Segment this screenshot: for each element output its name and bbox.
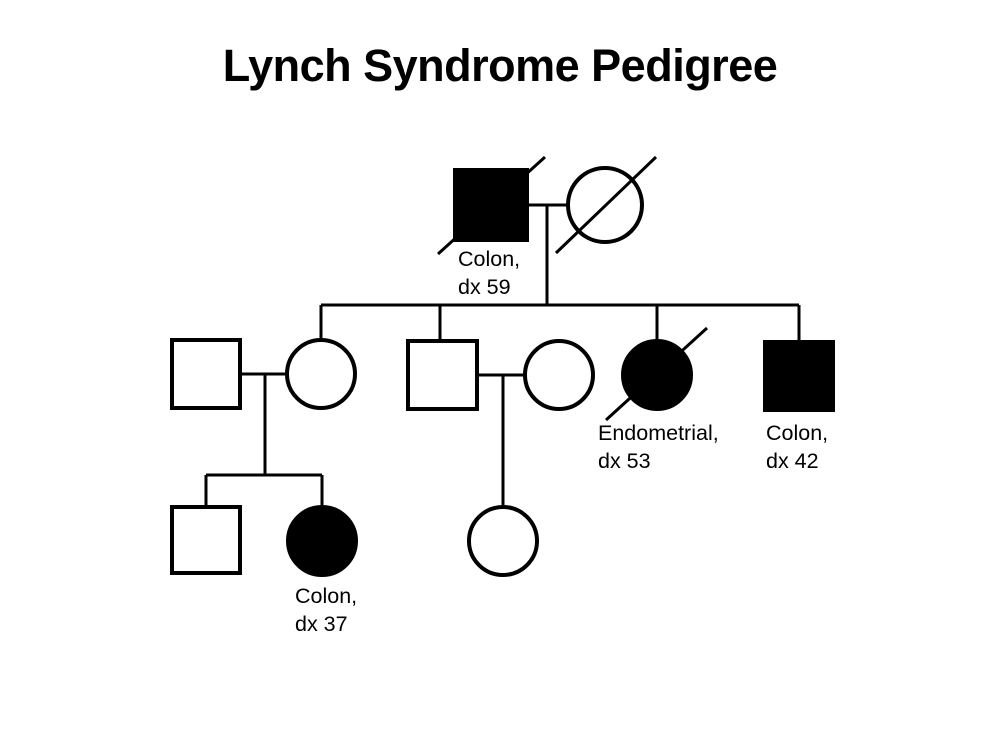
individual-II-1[interactable] xyxy=(170,338,242,410)
symbol-circle-filled-III-2[interactable] xyxy=(286,505,358,577)
label-III-2-line2: dx 37 xyxy=(295,612,348,636)
individual-II-6[interactable]: Colon, dx 42 xyxy=(763,340,835,473)
individual-II-2[interactable] xyxy=(285,338,357,410)
symbol-square-open-II-1[interactable] xyxy=(170,338,242,410)
symbol-circle-open-III-3[interactable] xyxy=(467,505,539,577)
label-I-1-line2: dx 59 xyxy=(458,275,511,299)
deceased-slash-II-5 xyxy=(604,326,709,422)
individual-II-3[interactable] xyxy=(406,339,479,411)
symbol-circle-open-II-4[interactable] xyxy=(523,339,595,411)
symbol-square-filled-II-6[interactable] xyxy=(763,340,835,412)
deceased-slash-I-1 xyxy=(436,155,547,256)
label-II-6-line2: dx 42 xyxy=(766,449,819,473)
label-II-5-line1: Endometrial, xyxy=(598,421,719,445)
individual-II-5[interactable]: Endometrial, dx 53 xyxy=(598,326,719,473)
label-II-6-line1: Colon, xyxy=(766,421,828,445)
symbol-square-open-III-1[interactable] xyxy=(170,505,242,575)
deceased-slash-I-2 xyxy=(554,155,658,255)
individual-III-2[interactable]: Colon, dx 37 xyxy=(286,505,358,636)
label-II-5-line2: dx 53 xyxy=(598,449,651,473)
individual-III-3[interactable] xyxy=(467,505,539,577)
individual-I-2[interactable] xyxy=(554,155,658,255)
label-I-1-line1: Colon, xyxy=(458,247,520,271)
individual-III-1[interactable] xyxy=(170,505,242,575)
individual-II-4[interactable] xyxy=(523,339,595,411)
symbol-circle-open-II-2[interactable] xyxy=(285,338,357,410)
symbol-square-open-II-3[interactable] xyxy=(406,339,479,411)
individual-I-1[interactable]: Colon, dx 59 xyxy=(436,155,547,299)
label-III-2-line1: Colon, xyxy=(295,584,357,608)
page-title: Lynch Syndrome Pedigree xyxy=(222,40,778,91)
